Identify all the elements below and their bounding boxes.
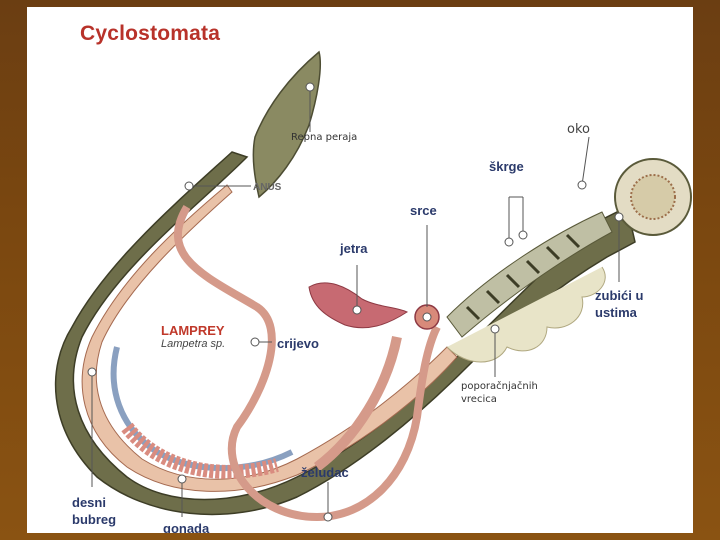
diagram-panel: Cyclostomata Repna peraja ANUS oko škrge… (27, 7, 693, 533)
label-repna-peraja: Repna peraja (291, 132, 358, 143)
label-zeludac: želudac (301, 465, 349, 480)
animal-name: LAMPREY (161, 323, 225, 338)
label-skrge: škrge (489, 159, 524, 174)
label-crijevo: crijevo (277, 336, 319, 351)
label-oko: oko (567, 122, 590, 137)
label-desni-bubreg-line2: bubreg (72, 512, 117, 527)
animal-latin-name: Lampetra sp. (161, 338, 226, 350)
lamprey-illustration (54, 50, 692, 522)
tail-fin (252, 50, 322, 199)
label-desni-bubreg-line1: desni (72, 495, 106, 510)
label-gonada: gonada (163, 521, 210, 533)
stomach (313, 336, 402, 471)
diagram-title: Cyclostomata (80, 22, 221, 45)
liver (308, 282, 409, 329)
lamprey-body (54, 151, 636, 516)
label-srce: srce (410, 203, 437, 218)
label-zubici-line2: ustima (595, 305, 637, 320)
gill-slits (465, 233, 581, 321)
label-poporacne-line2: vrecica (461, 394, 497, 405)
body-cavity (81, 184, 458, 492)
teeth-ring (630, 174, 676, 220)
gill-pouches (446, 266, 606, 363)
intestine (173, 204, 441, 522)
label-jetra: jetra (340, 241, 368, 256)
label-anus: ANUS (253, 182, 282, 193)
gill-region (446, 211, 613, 338)
label-poporacne-line1: poporačnjačnih (461, 381, 538, 392)
leader-lines (87, 82, 624, 522)
label-zubici-line1: zubići u (595, 288, 644, 303)
